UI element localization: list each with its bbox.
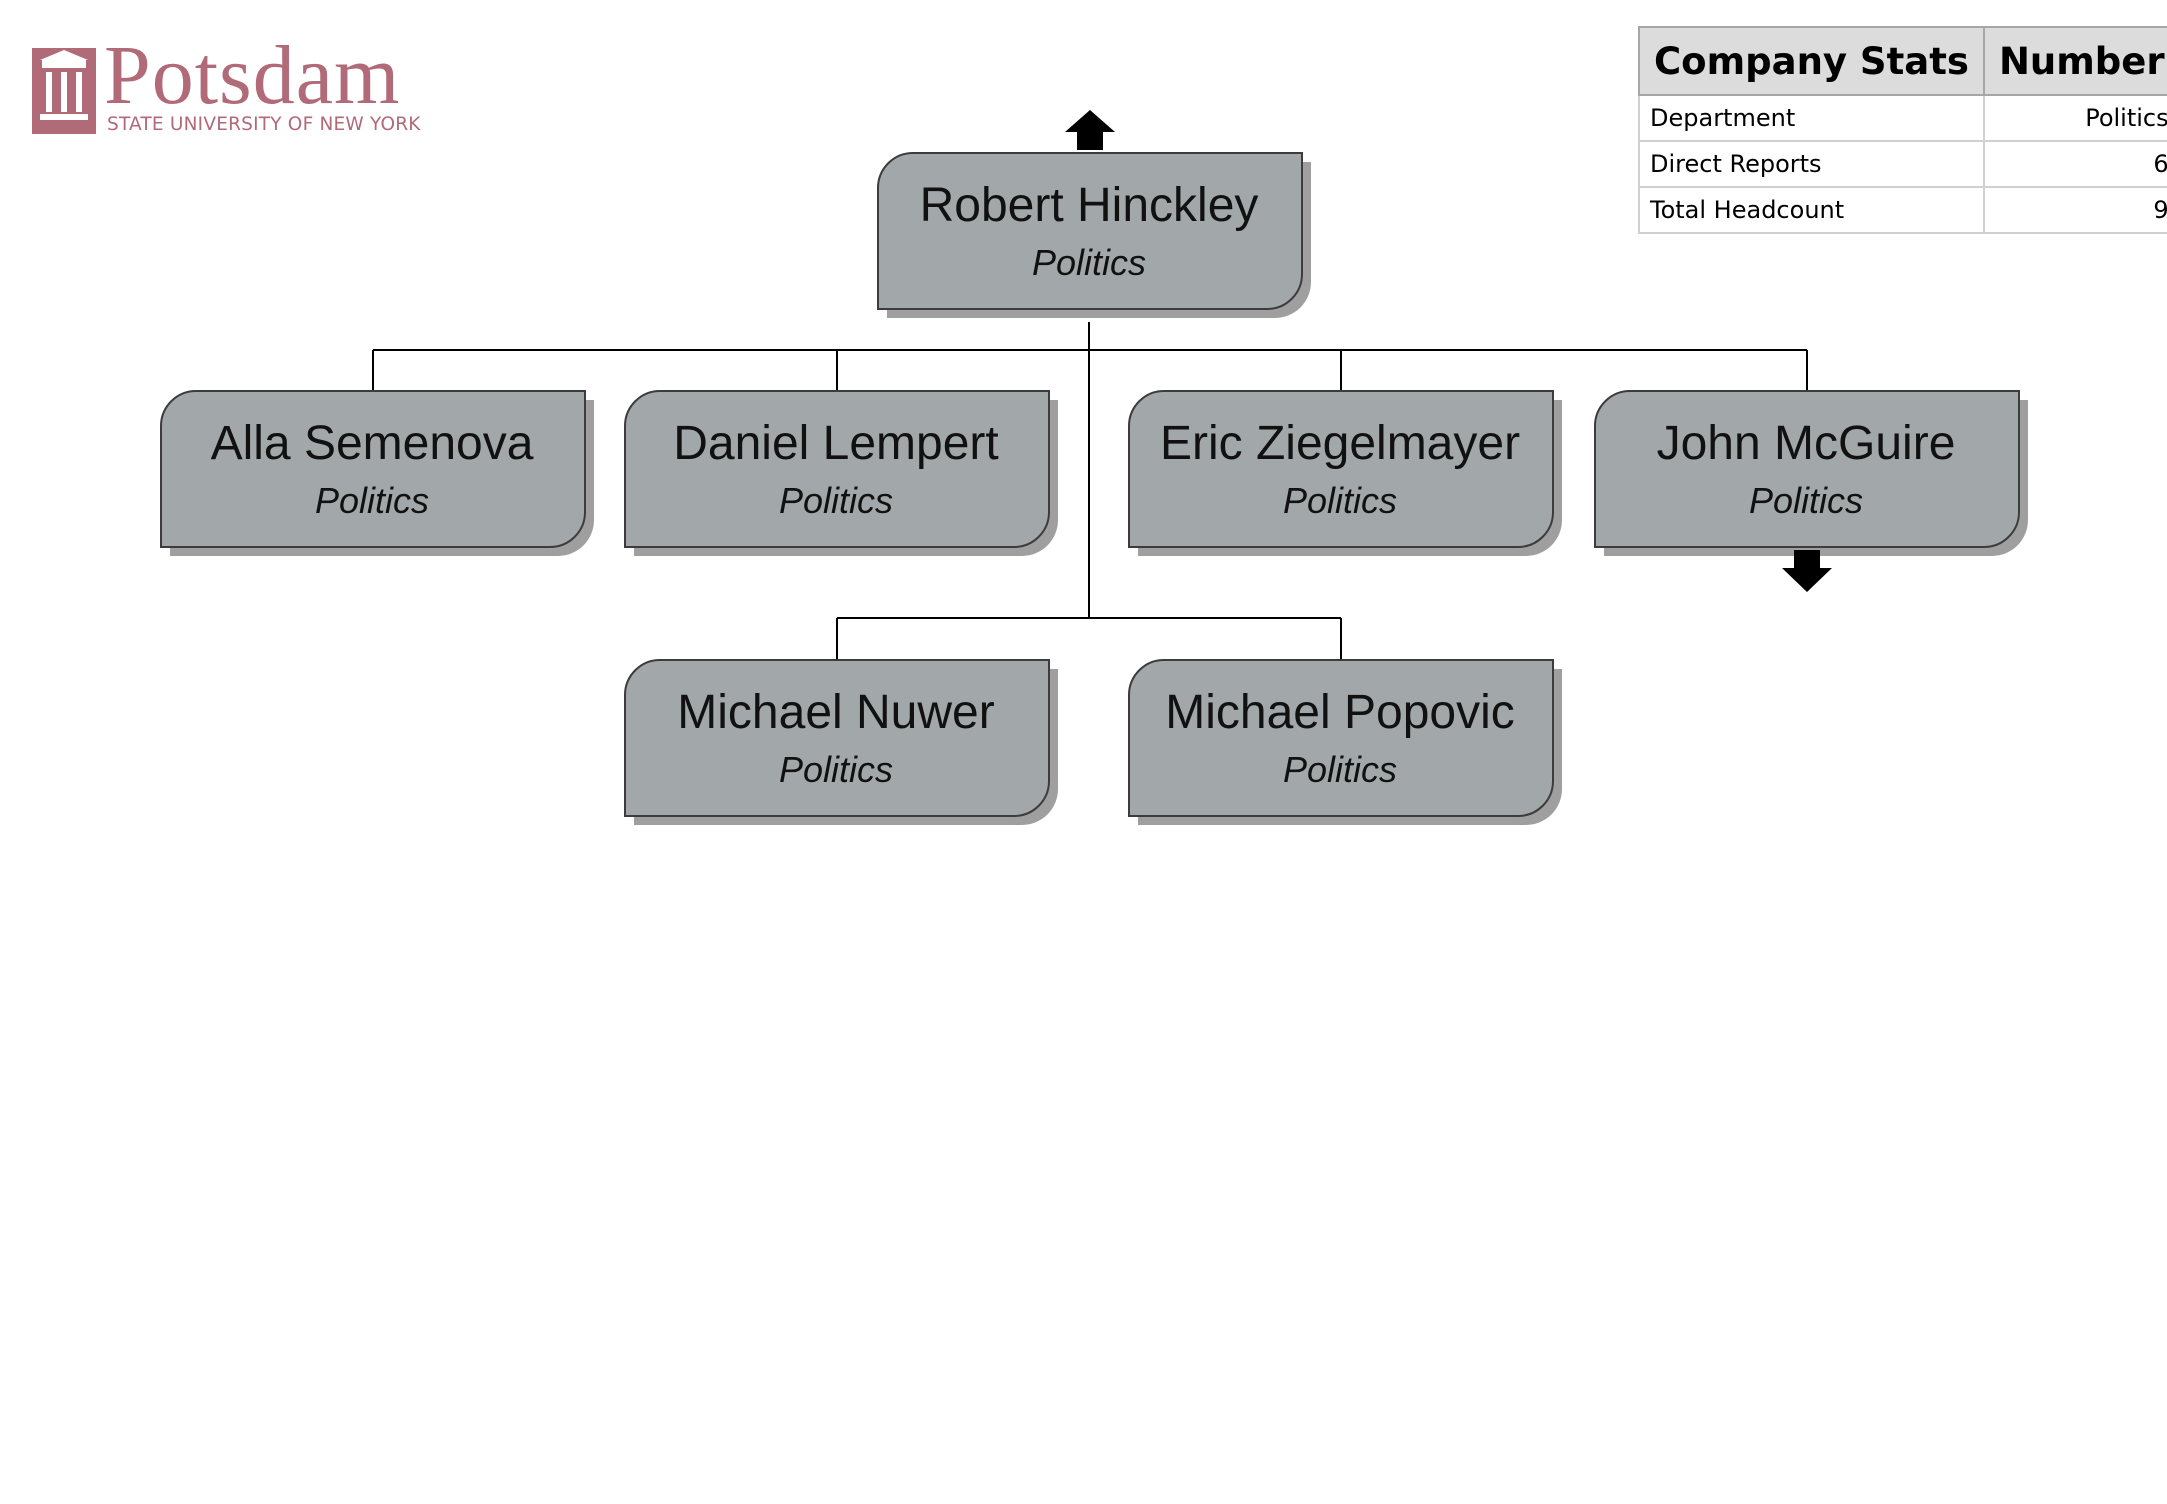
person-name: Michael Popovic — [1165, 686, 1515, 739]
logo-wordmark: Potsdam — [104, 29, 401, 122]
stats-row-value: 6 — [1982, 140, 2167, 188]
stats-row-label: Direct Reports — [1638, 140, 1985, 188]
person-department: Politics — [1031, 242, 1147, 283]
person-department: Politics — [1282, 749, 1398, 790]
person-name: John McGuire — [1656, 417, 1956, 470]
person-department: Politics — [778, 480, 894, 521]
person-name: Daniel Lempert — [673, 417, 999, 470]
person-department: Politics — [778, 749, 894, 790]
stats-row-label: Total Headcount — [1638, 186, 1985, 234]
org-node-root[interactable]: Robert Hinckley Politics — [877, 152, 1311, 318]
table-row: Total Headcount 9 — [1638, 186, 2167, 234]
stats-row-value: 9 — [1982, 186, 2167, 234]
arrow-down-icon[interactable] — [1782, 550, 1832, 592]
stats-row-label: Department — [1638, 94, 1985, 142]
person-department: Politics — [314, 480, 430, 521]
person-name: Eric Ziegelmayer — [1159, 417, 1521, 470]
org-node-eric-ziegelmayer[interactable]: Eric Ziegelmayer Politics — [1128, 390, 1562, 556]
person-department: Politics — [1748, 480, 1864, 521]
stats-header-label: Company Stats — [1638, 26, 1985, 96]
person-department: Politics — [1282, 480, 1398, 521]
table-row: Department Politics — [1638, 94, 2167, 142]
org-node-alla-semenova[interactable]: Alla Semenova Politics — [160, 390, 594, 556]
org-node-daniel-lempert[interactable]: Daniel Lempert Politics — [624, 390, 1058, 556]
stats-row-value: Politics — [1982, 94, 2167, 142]
org-node-michael-popovic[interactable]: Michael Popovic Politics — [1128, 659, 1562, 825]
person-name: Alla Semenova — [210, 417, 534, 470]
org-node-john-mcguire[interactable]: John McGuire Politics — [1594, 390, 2028, 556]
table-row: Direct Reports 6 — [1638, 140, 2167, 188]
stats-header-number: Number — [1982, 26, 2167, 96]
arrow-up-icon[interactable] — [1065, 110, 1115, 150]
logo-subtitle: STATE UNIVERSITY OF NEW YORK — [107, 114, 421, 135]
building-seal-icon — [32, 48, 96, 134]
person-name: Robert Hinckley — [919, 179, 1259, 232]
org-node-michael-nuwer[interactable]: Michael Nuwer Politics — [624, 659, 1058, 825]
company-stats-table: Company Stats Number Department Politics… — [1638, 26, 2167, 234]
person-name: Michael Nuwer — [677, 686, 995, 739]
potsdam-logo: Potsdam STATE UNIVERSITY OF NEW YORK — [32, 34, 420, 140]
